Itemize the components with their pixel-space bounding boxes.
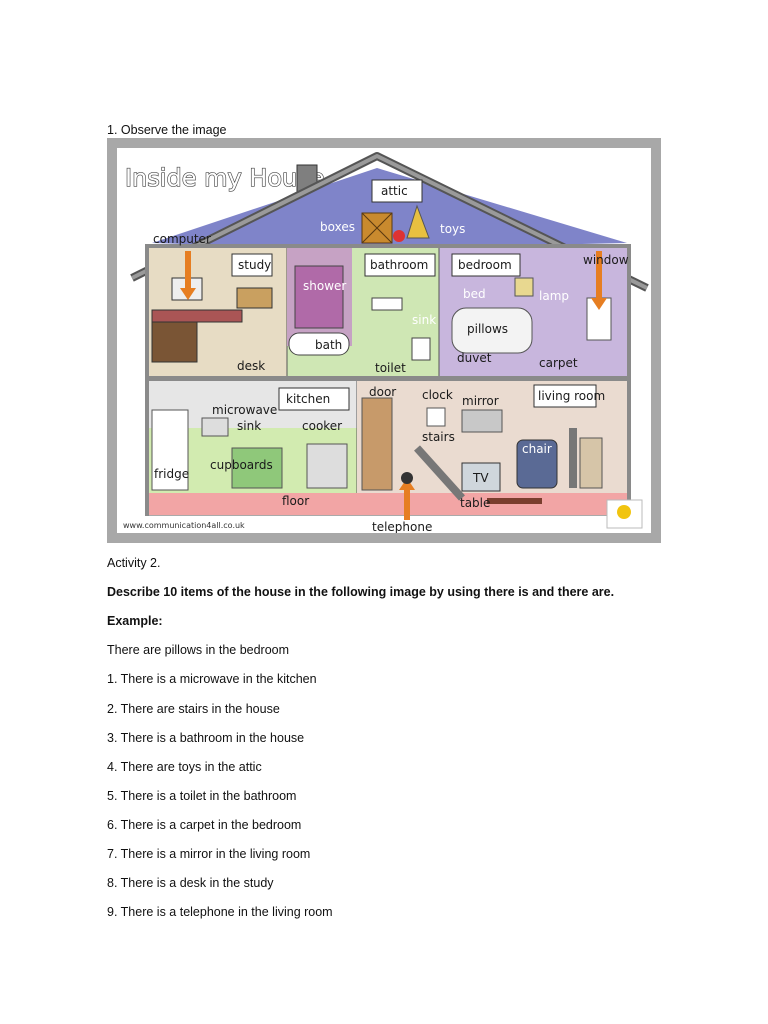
label-toys: toys: [440, 222, 465, 236]
living-room-label-box: [533, 384, 597, 408]
label-clock: clock: [422, 388, 453, 402]
label-bed: bed: [463, 287, 486, 301]
label-bathroom: bathroom: [370, 258, 428, 272]
label-living-room: living room: [538, 389, 605, 403]
fridge-illustration: [151, 409, 189, 491]
answer-item-2: 2. There are stairs in the house: [107, 702, 280, 716]
study-label-box: [231, 253, 273, 277]
activity-instruction: Describe 10 items of the house in the fo…: [107, 585, 615, 599]
label-mirror: mirror: [462, 394, 499, 408]
label-table: table: [460, 496, 490, 510]
label-cupboards: cupboards: [210, 458, 273, 472]
label-shower: shower: [303, 279, 346, 293]
label-carpet: carpet: [539, 356, 578, 370]
lamp-illustration: [514, 277, 534, 297]
attic-room: [152, 168, 627, 245]
stairs-illustration: [414, 445, 465, 501]
bedroom-label-box: [451, 253, 521, 277]
bed-illustration: [451, 307, 533, 354]
answer-item-9: 9. There is a telephone in the living ro…: [107, 905, 333, 919]
answer-item-5: 5. There is a toilet in the bathroom: [107, 789, 297, 803]
desk-illustration: [151, 321, 198, 363]
label-boxes: boxes: [320, 220, 355, 234]
section-heading: 1. Observe the image: [107, 123, 227, 137]
label-bath: bath: [315, 338, 342, 352]
bath-illustration: [288, 332, 350, 356]
toys-illustration: [406, 204, 430, 239]
mirror-illustration: [461, 409, 503, 433]
label-lamp: lamp: [539, 289, 569, 303]
kitchen-label-box: [278, 387, 350, 411]
chair-illustration: [516, 439, 558, 489]
attic-label-box: [371, 179, 423, 203]
label-pillows: pillows: [467, 322, 508, 336]
figure-title: Inside my House: [125, 164, 325, 192]
toilet-illustration: [411, 337, 431, 361]
answer-item-7: 7. There is a mirror in the living room: [107, 847, 311, 861]
label-kitchen-sink: sink: [237, 419, 261, 433]
label-telephone: telephone: [372, 520, 432, 533]
telephone-illustration: [401, 472, 413, 484]
tv-illustration: [461, 462, 501, 492]
label-kitchen: kitchen: [286, 392, 330, 406]
living-lamp-illustration: [569, 428, 577, 488]
label-door: door: [369, 385, 396, 399]
label-microwave: microwave: [212, 403, 277, 417]
house-illustration: Inside my House: [117, 148, 651, 533]
cooker-illustration: [306, 443, 348, 489]
activity-title: Activity 2.: [107, 556, 161, 570]
house-figure: Inside my House: [107, 138, 661, 543]
label-floor: floor: [282, 494, 309, 508]
example-sentence: There are pillows in the bedroom: [107, 643, 290, 657]
figure-credit: www.communication4all.co.uk: [123, 521, 245, 530]
label-bedroom: bedroom: [458, 258, 512, 272]
label-window: window: [583, 253, 629, 267]
label-toilet: toilet: [375, 361, 406, 375]
answer-item-1: 1. There is a microwave in the kitchen: [107, 672, 317, 686]
label-desk: desk: [237, 359, 265, 373]
cupboards-illustration: [231, 447, 283, 489]
label-duvet: duvet: [457, 351, 492, 365]
door-illustration: [361, 397, 393, 491]
answer-item-8: 8. There is a desk in the study: [107, 876, 274, 890]
microwave-illustration: [201, 417, 229, 437]
label-stairs: stairs: [422, 430, 455, 444]
example-label: Example:: [107, 614, 163, 628]
answer-item-6: 6. There is a carpet in the bedroom: [107, 818, 302, 832]
label-cooker: cooker: [302, 419, 342, 433]
label-study: study: [238, 258, 271, 272]
clock-illustration: [426, 407, 446, 427]
bathroom-sink-illustration: [371, 297, 403, 311]
label-attic: attic: [381, 184, 408, 198]
answer-item-3: 3. There is a bathroom in the house: [107, 731, 305, 745]
label-computer: computer: [153, 232, 211, 246]
bathroom-label-box: [364, 253, 436, 277]
label-chair: chair: [522, 442, 552, 456]
label-tv: TV: [472, 471, 489, 485]
label-fridge: fridge: [154, 467, 189, 481]
answer-item-4: 4. There are toys in the attic: [107, 760, 262, 774]
shower-illustration: [294, 265, 344, 329]
label-bathroom-sink: sink: [412, 313, 436, 327]
